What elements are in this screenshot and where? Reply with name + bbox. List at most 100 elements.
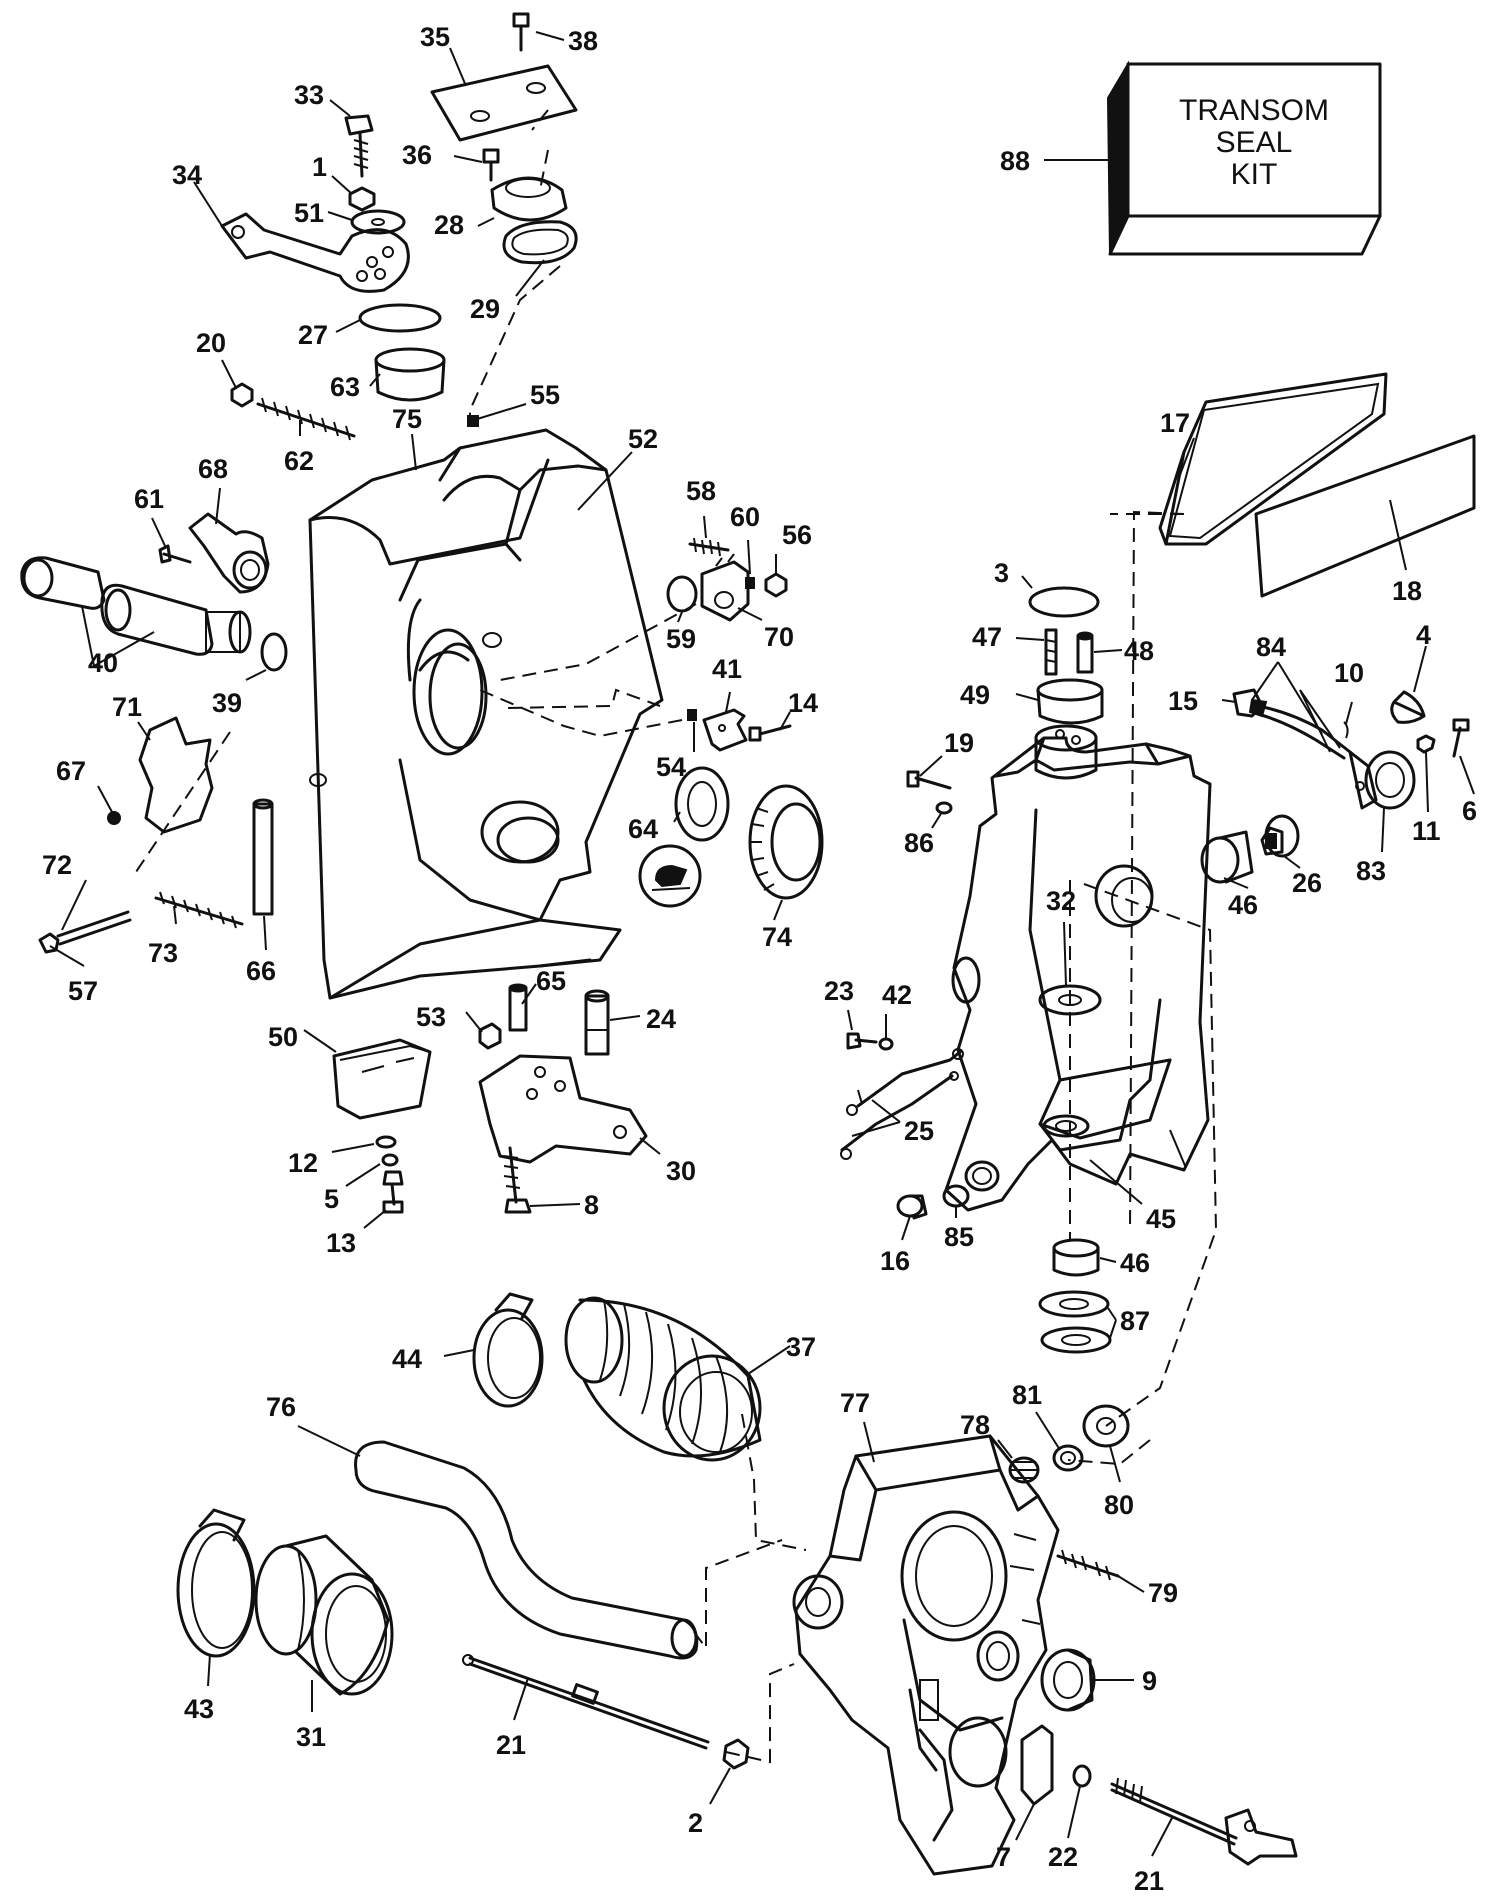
part-9-seal bbox=[1040, 1648, 1096, 1712]
kit-box-line-2: SEAL bbox=[1216, 126, 1293, 159]
callout-45: 45 bbox=[1146, 1204, 1176, 1234]
callout-5: 5 bbox=[324, 1184, 339, 1214]
part-26-fitting bbox=[1260, 814, 1300, 858]
part-60-washer bbox=[745, 577, 755, 589]
part-64-seal bbox=[674, 766, 730, 842]
callout-17: 17 bbox=[1160, 408, 1190, 438]
callout-11: 11 bbox=[1412, 816, 1441, 846]
part-64-seal-detail-icon bbox=[638, 844, 702, 908]
callout-88: 88 bbox=[1000, 146, 1030, 176]
part-71-gasket bbox=[138, 716, 214, 834]
callout-21-cable: 21 bbox=[496, 1730, 526, 1760]
callout-7: 7 bbox=[996, 1842, 1011, 1872]
part-78-fitting bbox=[1008, 1456, 1040, 1484]
part-84-wire-leads bbox=[1256, 689, 1352, 760]
part-70-trim-sender bbox=[700, 553, 750, 622]
callout-60: 60 bbox=[730, 502, 760, 532]
part-15-connector bbox=[1232, 688, 1268, 718]
callout-53: 53 bbox=[416, 1002, 446, 1032]
callout-43: 43 bbox=[184, 1694, 214, 1724]
part-85-plug bbox=[942, 1184, 970, 1208]
callout-29: 29 bbox=[470, 294, 500, 324]
part-55-plug bbox=[467, 415, 479, 427]
callout-42: 42 bbox=[882, 980, 912, 1010]
part-88-transom-seal-kit-box: TRANSOM SEAL KIT bbox=[1106, 60, 1382, 256]
callout-24: 24 bbox=[646, 1004, 676, 1034]
part-76-water-hose bbox=[354, 1440, 699, 1660]
kit-box-line-3: KIT bbox=[1231, 158, 1278, 191]
part-56-nut bbox=[764, 572, 788, 598]
callout-86: 86 bbox=[904, 828, 934, 858]
callout-46-lower: 46 bbox=[1120, 1248, 1150, 1278]
part-45-gimbal-ring bbox=[944, 724, 1212, 1212]
callout-81: 81 bbox=[1012, 1380, 1042, 1410]
part-17-transom-seal bbox=[1158, 372, 1388, 546]
callout-28: 28 bbox=[434, 210, 464, 240]
callout-58: 58 bbox=[686, 476, 716, 506]
part-57-screw bbox=[38, 932, 60, 954]
callout-76: 76 bbox=[266, 1392, 296, 1422]
part-43-hose-clamp bbox=[176, 1508, 256, 1658]
callout-2: 2 bbox=[688, 1808, 703, 1838]
part-21-shift-cable bbox=[462, 1654, 710, 1750]
part-3-o-ring bbox=[1028, 586, 1100, 618]
callout-37: 37 bbox=[786, 1332, 816, 1362]
part-19-screw bbox=[906, 770, 952, 790]
callout-84: 84 bbox=[1256, 632, 1286, 662]
callout-31: 31 bbox=[296, 1722, 326, 1752]
part-34-steering-arm bbox=[220, 212, 410, 293]
callout-35: 35 bbox=[420, 22, 450, 52]
part-79-stud bbox=[1056, 1549, 1120, 1581]
callout-57: 57 bbox=[68, 976, 98, 1006]
part-62-stud bbox=[256, 397, 356, 441]
callout-18: 18 bbox=[1392, 576, 1422, 606]
callout-15: 15 bbox=[1168, 686, 1198, 716]
part-42-washer bbox=[878, 1037, 894, 1051]
part-39-o-ring bbox=[260, 632, 288, 672]
part-11-nut bbox=[1416, 734, 1436, 754]
callout-62: 62 bbox=[284, 446, 314, 476]
callout-39: 39 bbox=[212, 688, 242, 718]
callout-74: 74 bbox=[762, 922, 792, 952]
part-48-pin bbox=[1076, 631, 1094, 674]
callout-3: 3 bbox=[994, 558, 1009, 588]
part-46-bushing-upper bbox=[1200, 830, 1254, 884]
part-29-gasket bbox=[502, 220, 578, 265]
callout-34: 34 bbox=[172, 160, 202, 190]
callout-75: 75 bbox=[392, 404, 422, 434]
part-66-tube bbox=[252, 798, 274, 916]
part-33-bolt bbox=[344, 114, 374, 178]
callout-64: 64 bbox=[628, 814, 658, 844]
part-1-nut bbox=[348, 186, 376, 212]
part-81-washer bbox=[1052, 1444, 1084, 1472]
part-67-plug bbox=[107, 811, 121, 825]
part-14-screw bbox=[748, 724, 792, 742]
part-4-clamp bbox=[1390, 690, 1426, 724]
part-77-bell-housing bbox=[792, 1434, 1060, 1876]
alignment-lines bbox=[135, 109, 1218, 1764]
part-51-washer bbox=[350, 209, 406, 235]
part-37-bellows bbox=[564, 1296, 762, 1462]
part-41-clip bbox=[702, 708, 748, 752]
part-21-shift-rod bbox=[1110, 1777, 1298, 1866]
callout-19: 19 bbox=[944, 728, 974, 758]
part-10-wire-tie bbox=[1343, 721, 1349, 739]
callout-46-upper: 46 bbox=[1228, 890, 1258, 920]
callout-67: 67 bbox=[56, 756, 86, 786]
part-58-bolt bbox=[688, 537, 730, 557]
part-2-nut bbox=[722, 1738, 750, 1770]
part-30-bracket bbox=[478, 1054, 648, 1164]
callout-32: 32 bbox=[1046, 886, 1076, 916]
callout-61: 61 bbox=[134, 484, 164, 514]
part-47-pin bbox=[1044, 628, 1058, 676]
part-63-bushing bbox=[374, 347, 446, 402]
callout-20: 20 bbox=[196, 328, 226, 358]
part-27-o-ring bbox=[358, 303, 442, 333]
callout-52: 52 bbox=[628, 424, 658, 454]
part-74-bearing bbox=[748, 784, 824, 900]
callout-56: 56 bbox=[782, 520, 812, 550]
part-61-screw bbox=[158, 544, 192, 564]
callout-6: 6 bbox=[1462, 796, 1477, 826]
callout-33: 33 bbox=[294, 80, 324, 110]
